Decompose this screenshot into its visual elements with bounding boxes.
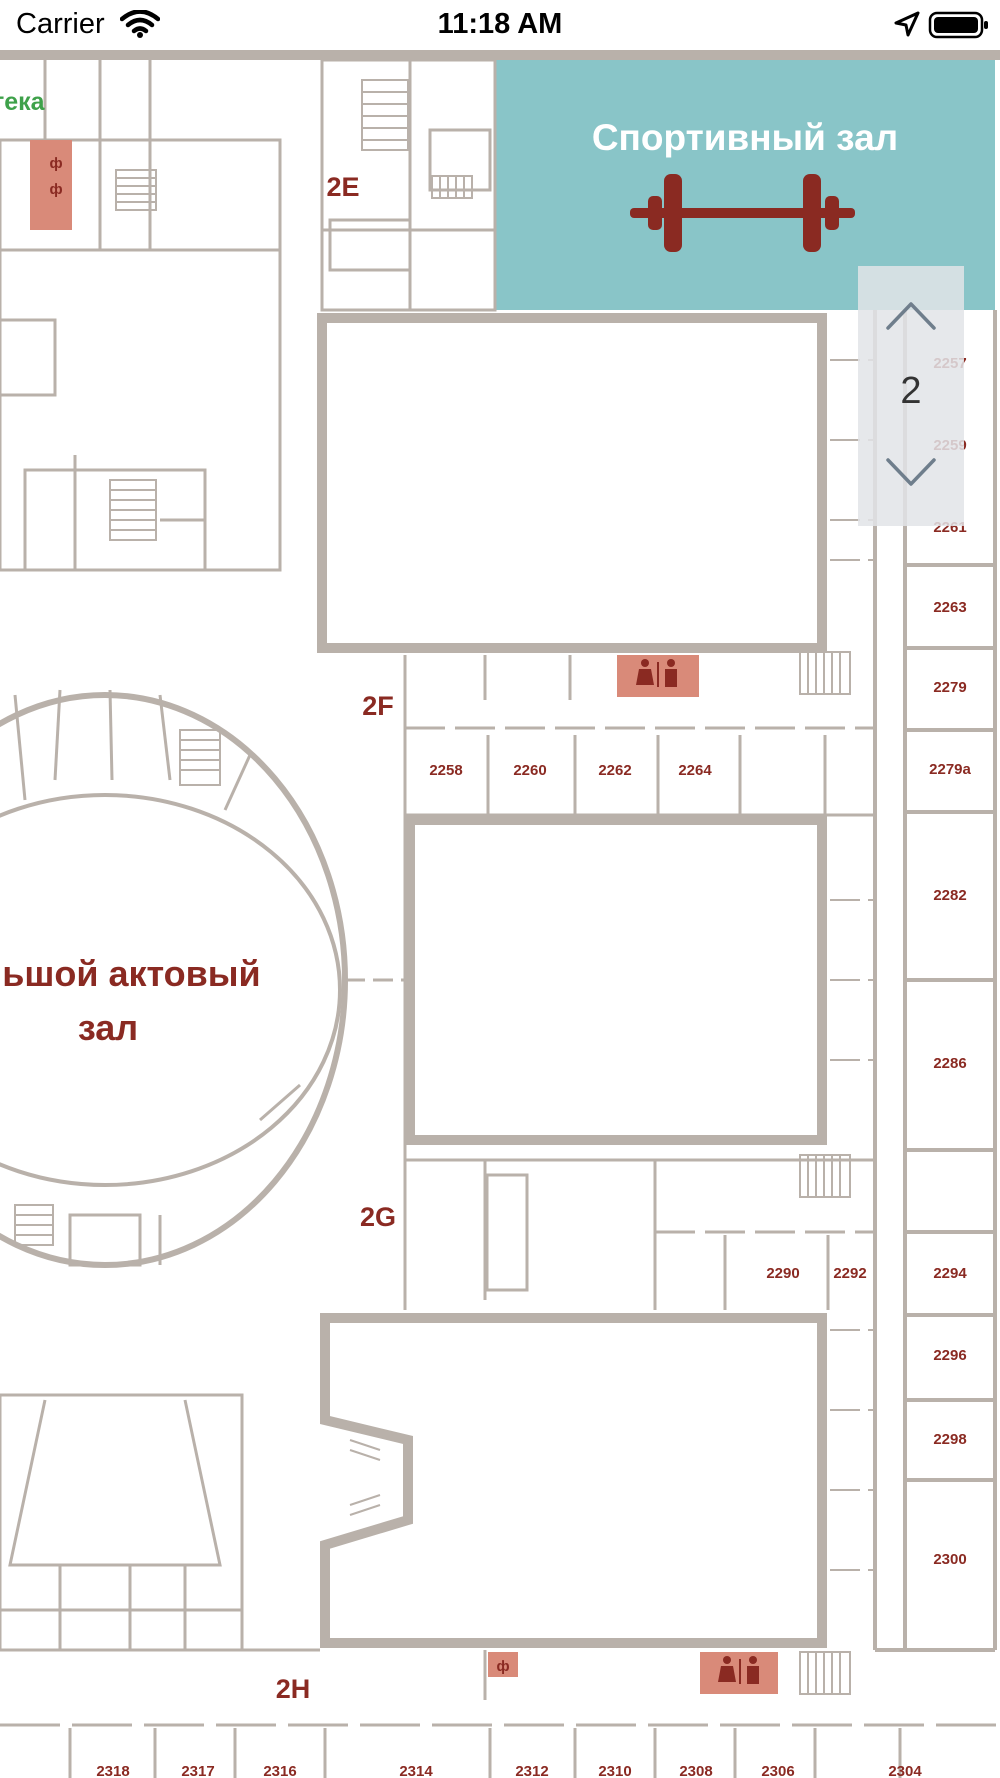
room-2264: 2264 xyxy=(678,762,712,779)
room-2312: 2312 xyxy=(515,1763,548,1778)
section-2g: 2G xyxy=(360,1202,396,1232)
room-2314: 2314 xyxy=(399,1763,433,1778)
room-2258: 2258 xyxy=(429,762,462,779)
room-2310: 2310 xyxy=(598,1763,631,1778)
library-label: тека xyxy=(0,88,46,116)
stairs xyxy=(109,169,157,541)
status-bar: Carrier 11:18 AM xyxy=(0,0,1000,50)
section-2e: 2E xyxy=(326,172,359,202)
room-2294: 2294 xyxy=(933,1265,967,1282)
stair-symbol: ф xyxy=(496,1658,509,1675)
room-2300: 2300 xyxy=(933,1551,966,1568)
restroom-icon xyxy=(636,659,677,687)
floor-down-button[interactable] xyxy=(858,442,964,502)
carrier-label: Carrier xyxy=(16,8,105,40)
section-2h: 2H xyxy=(276,1674,311,1704)
floor-picker: 2 xyxy=(858,266,964,526)
room-2318: 2318 xyxy=(96,1763,129,1778)
room-2316: 2316 xyxy=(263,1763,296,1778)
assembly-hall-label: льшой актовый xyxy=(0,953,261,994)
room-2317: 2317 xyxy=(181,1763,214,1778)
gym-label: Спортивный зал xyxy=(592,117,898,158)
wifi-icon xyxy=(120,10,160,38)
room-2282: 2282 xyxy=(933,887,966,904)
room-2262: 2262 xyxy=(598,762,631,779)
battery-icon xyxy=(928,11,988,39)
room-2308: 2308 xyxy=(679,1763,712,1778)
room-2304: 2304 xyxy=(888,1763,922,1778)
room-2263: 2263 xyxy=(933,599,966,616)
chevron-down-icon xyxy=(886,458,936,486)
assembly-hall-label-2: зал xyxy=(78,1007,138,1048)
floor-map[interactable]: Спортивный зал ф ф тека xyxy=(0,50,1000,1778)
room-2279: 2279 xyxy=(933,679,966,696)
room-2279a: 2279а xyxy=(929,761,971,778)
room-2260: 2260 xyxy=(513,762,546,779)
floor-up-button[interactable] xyxy=(858,286,964,346)
room-2298: 2298 xyxy=(933,1431,966,1448)
barbell-icon xyxy=(630,174,855,252)
stair-symbol: ф xyxy=(49,155,62,172)
room-2292: 2292 xyxy=(833,1265,866,1282)
restroom-icon xyxy=(718,1656,759,1684)
location-arrow-icon xyxy=(894,11,920,37)
chevron-up-icon xyxy=(886,302,936,330)
stair-symbol: ф xyxy=(49,181,62,198)
room-2286: 2286 xyxy=(933,1055,966,1072)
current-floor-value: 2 xyxy=(900,370,922,412)
room-2306: 2306 xyxy=(761,1763,794,1778)
room-2290: 2290 xyxy=(766,1265,799,1282)
room-2296: 2296 xyxy=(933,1347,966,1364)
section-2f: 2F xyxy=(362,691,394,721)
floor-plan-drawing: Спортивный зал ф ф тека xyxy=(0,50,1000,1778)
status-time: 11:18 AM xyxy=(437,8,563,40)
